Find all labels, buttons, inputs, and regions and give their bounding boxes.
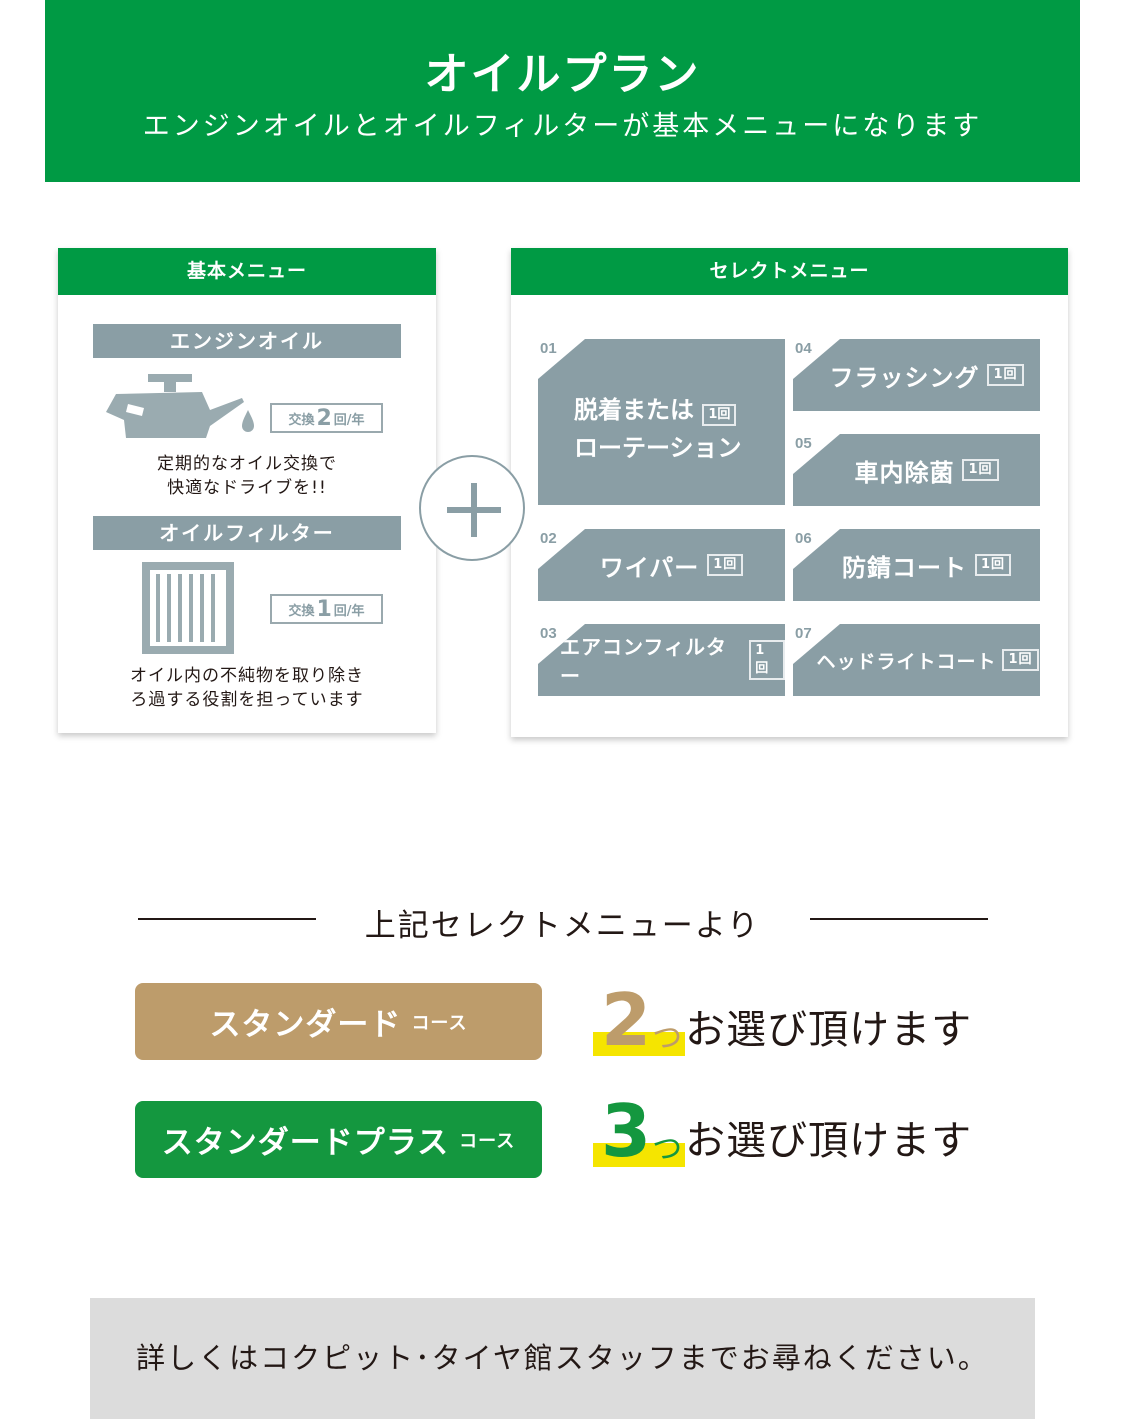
engine-oil-description: 定期的なオイル交換で 快適なドライブを!! — [157, 454, 337, 498]
engine-oil-frequency: 交換 2 回/年 — [270, 403, 383, 433]
count-badge: 1回 — [974, 554, 1012, 576]
oil-filter-title: オイルフィルター — [93, 516, 401, 550]
engine-oil-title: エンジンオイル — [93, 324, 401, 358]
item-number: 05 — [795, 435, 812, 452]
item-number: 01 — [540, 340, 557, 357]
count-badge: 1回 — [1002, 649, 1039, 671]
count-badge: 1回 — [962, 459, 999, 481]
item-number: 06 — [795, 530, 812, 547]
item-number: 02 — [540, 530, 557, 547]
count-badge: 1回 — [702, 404, 737, 426]
basic-menu-card: 基本メニュー エンジンオイル 交換 2 回/年 定期的なオイル交換で 快適なドラ… — [58, 248, 436, 733]
hero-banner: オイルプラン エンジンオイルとオイルフィルターが基本メニューになります — [45, 0, 1080, 182]
basic-menu-header: 基本メニュー — [58, 248, 436, 295]
item-number: 04 — [795, 340, 812, 357]
divider-right — [810, 918, 988, 920]
page-title: オイルプラン — [424, 49, 701, 100]
oil-filter-description: オイル内の不純物を取り除き ろ過する役割を担っています — [130, 666, 364, 710]
courses-heading: 上記セレクトメニューより — [364, 908, 761, 944]
oil-filter-icon — [142, 562, 234, 654]
count-badge: 1回 — [987, 364, 1024, 386]
oil-can-icon — [106, 374, 254, 438]
count-badge: 1回 — [749, 640, 785, 680]
item-number: 07 — [795, 625, 812, 642]
item-number: 03 — [540, 625, 557, 642]
standard-course-pick-count: 2 つ お選び頂けます — [593, 984, 972, 1056]
standard-plus-course-pick-count: 3 つ お選び頂けます — [593, 1095, 972, 1167]
oil-filter-frequency: 交換 1 回/年 — [270, 594, 383, 624]
standard-course-button[interactable]: スタンダードコース — [135, 983, 542, 1060]
select-item-tire-rotation: 脱着または 1回 ローテーション — [538, 339, 785, 505]
select-menu-header: セレクトメニュー — [511, 248, 1068, 295]
standard-plus-course-button[interactable]: スタンダードプラスコース — [135, 1101, 542, 1178]
plus-icon — [419, 455, 525, 561]
page-subtitle: エンジンオイルとオイルフィルターが基本メニューになります — [142, 111, 983, 142]
divider-left — [138, 918, 316, 920]
contact-note: 詳しくはコクピット･タイヤ館スタッフまでお尋ねください。 — [90, 1298, 1035, 1419]
count-badge: 1回 — [707, 554, 744, 576]
